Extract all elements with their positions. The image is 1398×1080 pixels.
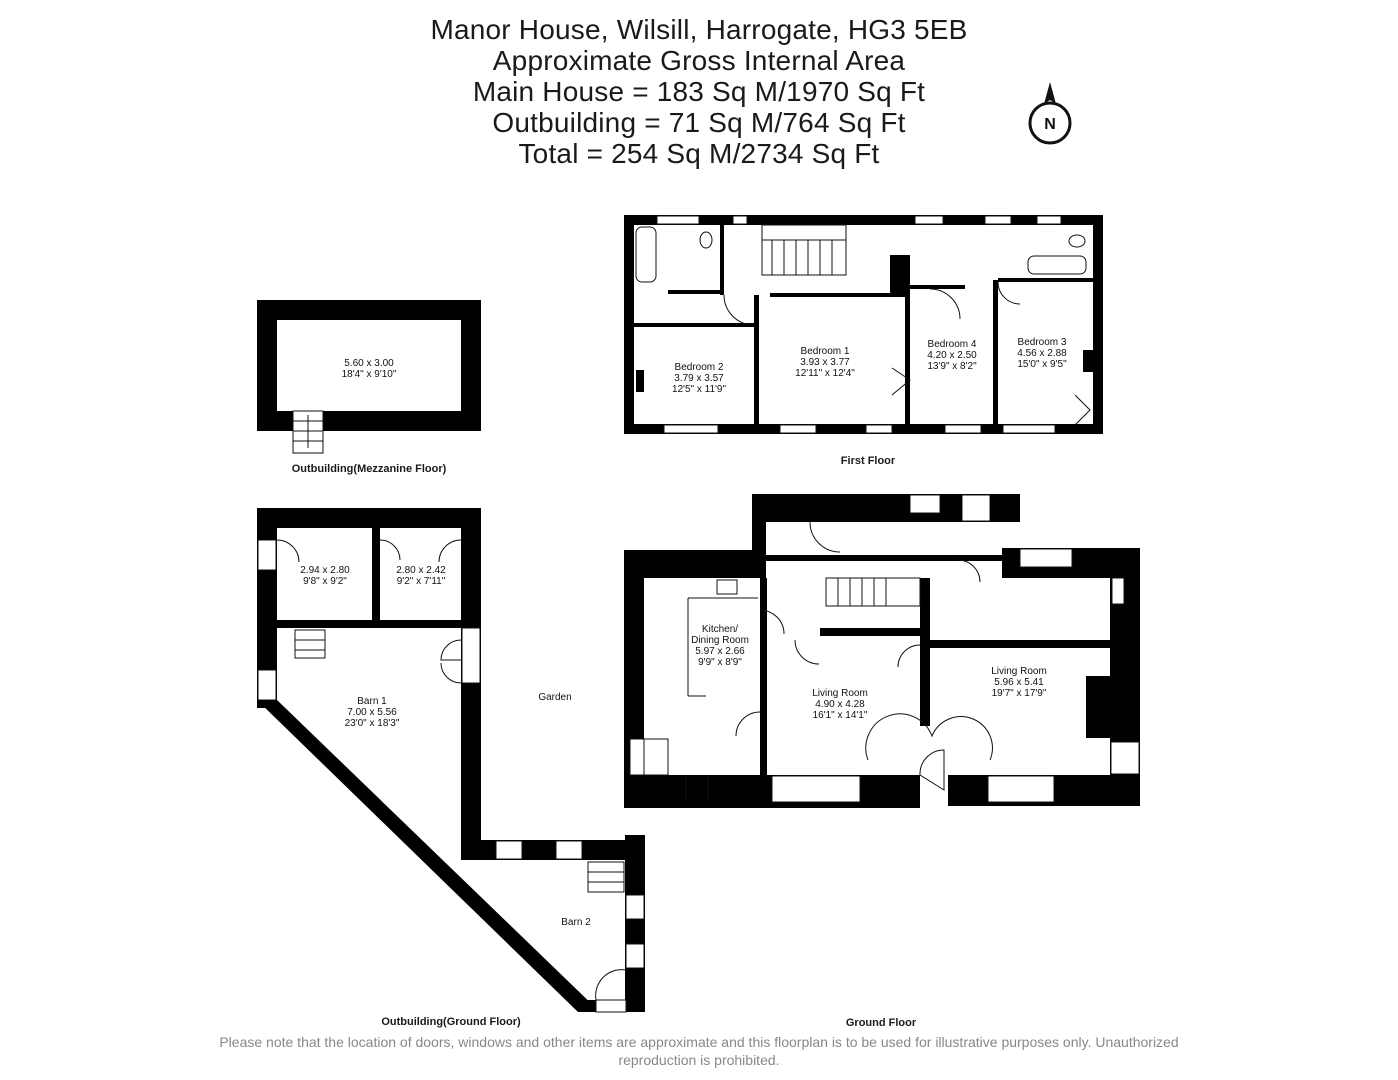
living1-name: Living Room <box>812 688 868 699</box>
bedroom4-dim-metric: 4.20 x 2.50 <box>927 350 977 361</box>
barn2-name: Barn 2 <box>561 917 591 928</box>
barn1-dim-metric: 7.00 x 5.56 <box>347 707 397 718</box>
bedroom4-name: Bedroom 4 <box>928 339 977 350</box>
barn1-dim-imperial: 23'0" x 18'3" <box>345 718 400 729</box>
kitchen-name-line2: Dining Room <box>691 635 749 646</box>
store1-dim-imperial: 9'8" x 9'2" <box>303 576 347 587</box>
first-floor-title: First Floor <box>840 455 896 467</box>
bedroom2-name: Bedroom 2 <box>675 362 724 373</box>
total-area: Total = 254 Sq M/2734 Sq Ft <box>518 138 880 169</box>
ground-floor-title: Ground Floor <box>845 1017 917 1029</box>
bedroom1-dim-imperial: 12'11" x 12'4" <box>795 368 855 379</box>
area-heading: Approximate Gross Internal Area <box>492 45 906 76</box>
kitchen-name-line1: Kitchen/ <box>702 624 738 635</box>
property-address: Manor House, Wilsill, Harrogate, HG3 5EB <box>430 14 968 45</box>
bedroom3-dim-metric: 4.56 x 2.88 <box>1017 348 1067 359</box>
bedroom3-dim-imperial: 15'0" x 9'5" <box>1017 359 1067 370</box>
first-floor-plan <box>624 215 1103 434</box>
garden-label: Garden <box>538 692 571 703</box>
outbuilding-area: Outbuilding = 71 Sq M/764 Sq Ft <box>492 107 906 138</box>
bedroom3-name: Bedroom 3 <box>1018 337 1067 348</box>
living2-dim-metric: 5.96 x 5.41 <box>994 677 1044 688</box>
floorplan-header: Manor House, Wilsill, Harrogate, HG3 5EB… <box>0 14 1398 169</box>
ground-floor-plan <box>624 494 1140 808</box>
outbuilding-ground-plan <box>257 508 645 1013</box>
living1-dim-metric: 4.90 x 4.28 <box>815 699 865 710</box>
mezz-dim-metric: 5.60 x 3.00 <box>344 358 394 369</box>
bedroom2-dim-imperial: 12'5" x 11'9" <box>672 384 727 395</box>
mezz-dim-imperial: 18'4" x 9'10" <box>342 369 397 380</box>
north-arrow-icon: N <box>1028 82 1072 145</box>
bedroom1-dim-metric: 3.93 x 3.77 <box>800 357 850 368</box>
room-labels: 5.60 x 3.00 18'4" x 9'10" Bedroom 2 3.79… <box>300 337 1067 928</box>
living2-name: Living Room <box>991 666 1047 677</box>
disclaimer-text: Please note that the location of doors, … <box>219 1034 1179 1068</box>
kitchen-dim-imperial: 9'9" x 8'9" <box>698 657 742 668</box>
living2-dim-imperial: 19'7" x 17'9" <box>992 688 1047 699</box>
store1-dim-metric: 2.94 x 2.80 <box>300 565 350 576</box>
living1-dim-imperial: 16'1" x 14'1" <box>813 710 868 721</box>
kitchen-dim-metric: 5.97 x 2.66 <box>695 646 745 657</box>
bedroom1-name: Bedroom 1 <box>801 346 850 357</box>
main-house-area: Main House = 183 Sq M/1970 Sq Ft <box>472 76 926 107</box>
mezzanine-plan <box>257 300 481 454</box>
bedroom2-dim-metric: 3.79 x 3.57 <box>674 373 724 384</box>
store2-dim-imperial: 9'2" x 7'11" <box>397 576 446 587</box>
bedroom4-dim-imperial: 13'9" x 8'2" <box>927 361 977 372</box>
barn1-name: Barn 1 <box>357 696 387 707</box>
compass-label: N <box>1044 116 1056 133</box>
outbuilding-ground-floor-title: Outbuilding(Ground Floor) <box>381 1016 521 1028</box>
mezzanine-floor-title: Outbuilding(Mezzanine Floor) <box>291 463 447 475</box>
store2-dim-metric: 2.80 x 2.42 <box>396 565 446 576</box>
